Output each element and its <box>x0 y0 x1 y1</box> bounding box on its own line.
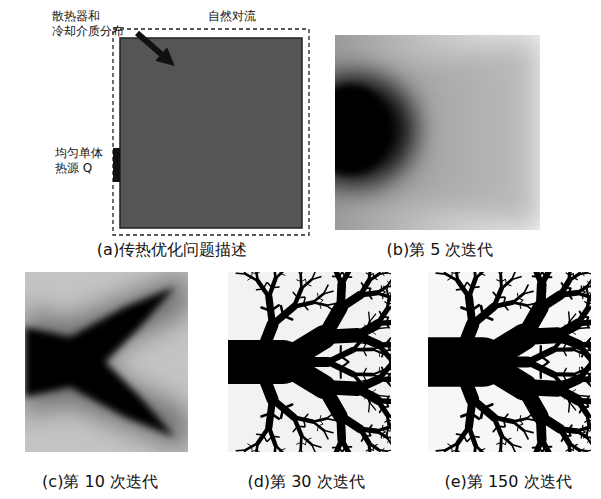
annotation-label: 自然对流 <box>208 9 256 24</box>
figure-caption: (e)第 150 次迭代 <box>444 472 571 492</box>
convection-boundary <box>113 29 309 235</box>
problem-sketch <box>113 29 309 235</box>
annotation-label: 均匀单体 热源 Q <box>55 146 110 176</box>
iteration-150-image <box>428 272 591 452</box>
figure-caption: (c)第 10 次迭代 <box>42 472 158 492</box>
annotation-label: 散热器和 冷却介质分布 <box>52 9 130 39</box>
heat-source <box>113 148 120 182</box>
figure-caption: (b)第 5 次迭代 <box>387 240 494 260</box>
iteration-30-image <box>228 272 391 452</box>
pointer-arrow <box>137 33 168 60</box>
figure-caption: (d)第 30 次迭代 <box>247 472 364 492</box>
design-domain <box>120 38 302 228</box>
figure-caption: (a)传热优化问题描述 <box>97 240 247 260</box>
iteration-10-image <box>25 272 188 452</box>
iteration-5-image <box>335 35 540 230</box>
